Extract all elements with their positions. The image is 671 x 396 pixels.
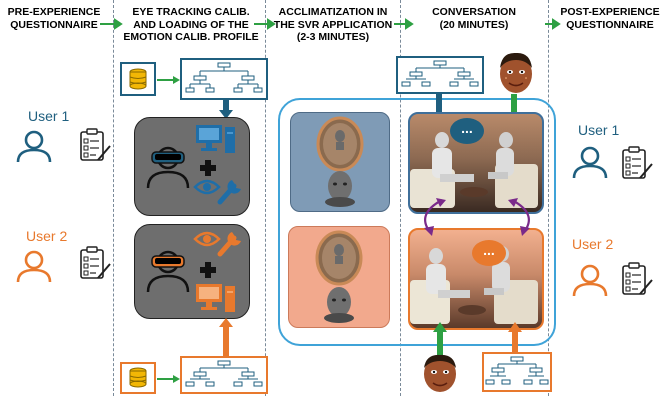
mirror-avatar-user1 [316,116,364,207]
clipboard-checklist-icon [622,262,653,295]
user1-label-post: User 1 [578,122,620,138]
database-icon [120,62,156,96]
person-outline-icon [16,250,52,283]
person-outline-icon [572,146,608,179]
user2-label-post: User 2 [572,236,614,252]
person-outline-icon [16,130,52,163]
computer-icon [196,125,235,153]
person-outline-icon [572,264,608,297]
conversation-characters-user1 [410,132,538,208]
network-diagram-icon [180,356,268,394]
avatar-face-user1-icon [424,354,456,392]
flow-arrows [100,18,561,30]
speech-bubble-user1: ... [450,118,484,144]
wrench-icon [217,180,241,205]
column-separator-4 [548,0,549,396]
sync-arrows [424,198,530,236]
header-conversation: CONVERSATION (20 MINUTES) [432,6,516,31]
database-icon [120,362,156,394]
speech-bubble-text: ... [483,242,495,258]
eye-icon [193,179,221,195]
plus-icon [200,262,216,278]
column-separator-3 [400,0,401,396]
svr-session-frame [278,98,556,346]
eye-icon [193,231,221,247]
arrow-face-to-conversation-2 [433,322,447,356]
user2-label-pre: User 2 [26,228,68,244]
clipboard-checklist-icon [80,246,111,279]
arrow-db-to-network [157,375,180,383]
speech-bubble-user2: ... [472,240,506,266]
vr-headset-icon [146,146,190,189]
arrow-network-to-conversation-2 [508,322,522,352]
conversation-characters-user2 [410,246,538,324]
column-separator-2 [265,0,266,396]
network-diagram-icon [180,58,268,100]
header-eye-tracking: EYE TRACKING CALIB. AND LOADING OF THE E… [123,6,259,43]
clipboard-checklist-icon [80,128,111,161]
arrow-network-to-calib-2 [219,318,233,356]
user1-label-pre: User 1 [28,108,70,124]
computer-icon [196,284,235,312]
clipboard-checklist-icon [622,146,653,179]
avatar-face-user2-icon [500,52,532,93]
wrench-icon [217,232,241,257]
header-pre-questionnaire: PRE-EXPERIENCE QUESTIONNAIRE [7,6,101,31]
vr-headset-icon [146,250,190,293]
header-acclimatization: ACCLIMATIZATION IN THE SVR APPLICATION (… [273,6,393,43]
mirror-avatar-user2 [315,230,363,323]
arrow-db-to-network [157,76,180,84]
plus-icon [200,160,216,176]
network-diagram-icon [482,352,552,392]
column-separator-1 [113,0,114,396]
header-post-questionnaire: POST-EXPERIENCE QUESTIONNAIRE [560,6,660,31]
arrow-network-to-calib-1 [219,100,233,119]
network-diagram-icon [396,56,484,94]
speech-bubble-text: ... [461,120,473,136]
